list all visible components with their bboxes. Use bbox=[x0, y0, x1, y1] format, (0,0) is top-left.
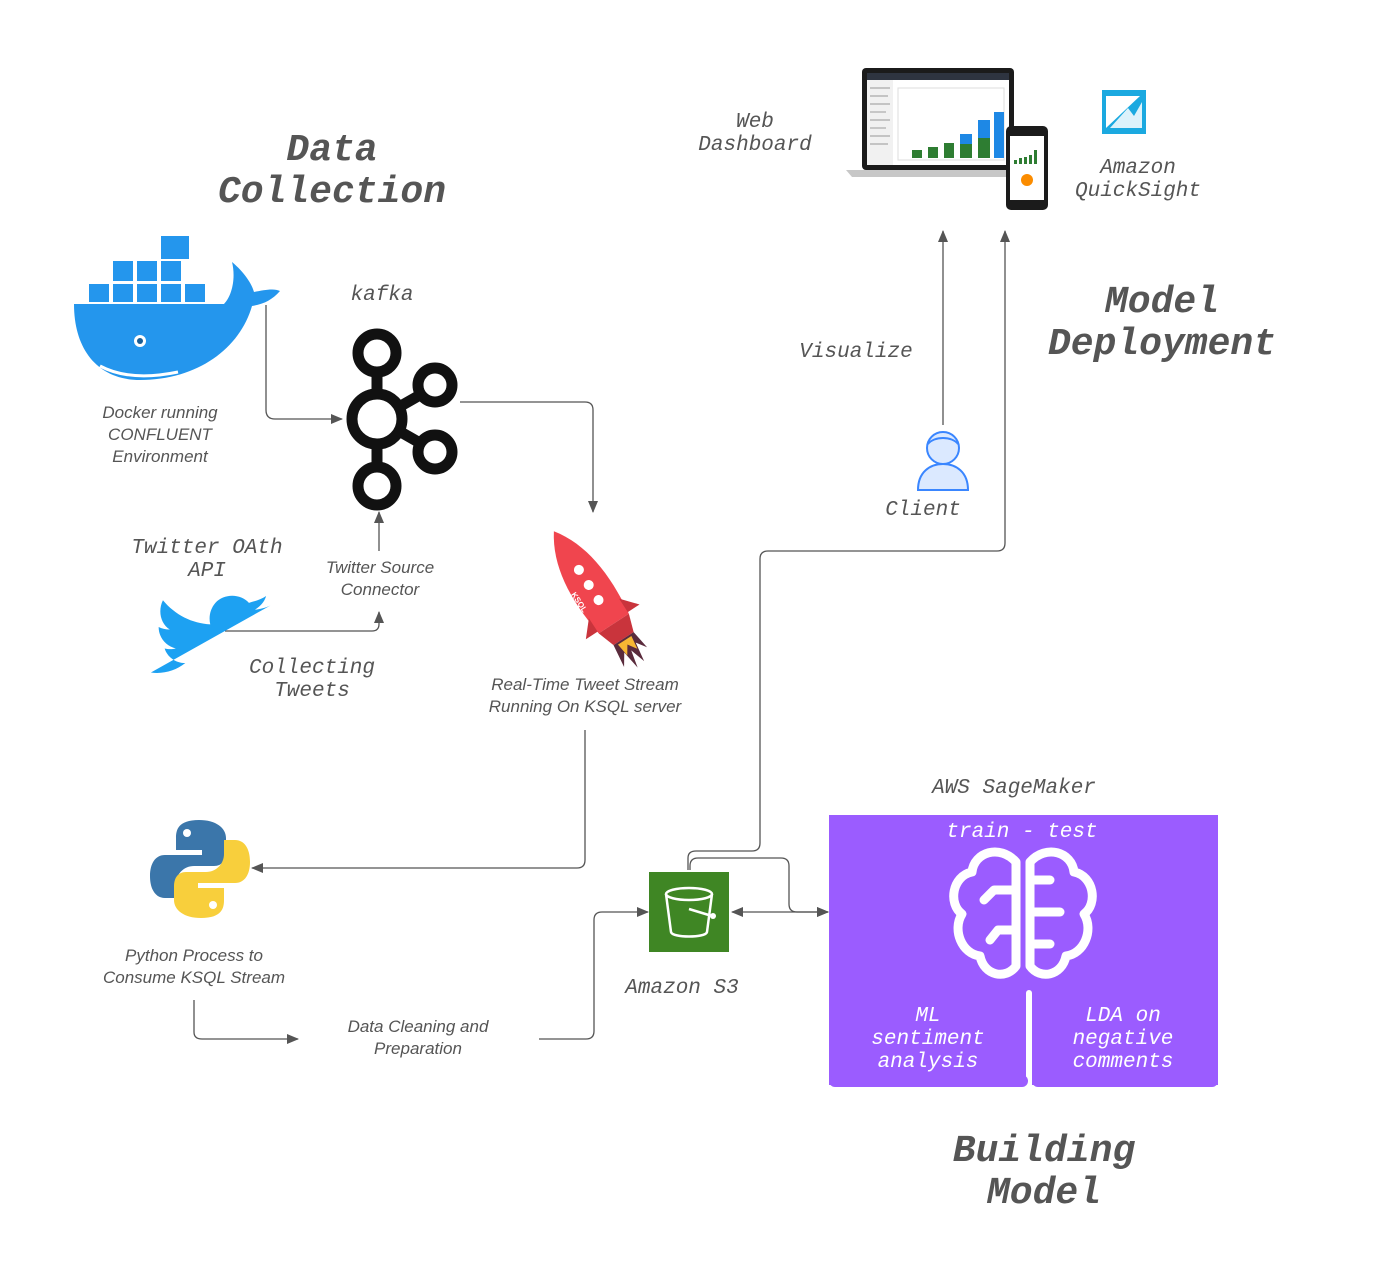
ksql-label: Real-Time Tweet Stream Running On KSQL s… bbox=[488, 675, 682, 717]
edge-ksql-to-python bbox=[251, 730, 586, 873]
edge-s3-to-sagemaker-top bbox=[689, 857, 829, 917]
edge-twitter-to-connector bbox=[225, 611, 384, 632]
cleaning-label: Data Cleaning and Preparation bbox=[347, 1017, 489, 1059]
twitter-api-label: Twitter OAth API bbox=[131, 537, 283, 584]
brain-icon bbox=[949, 847, 1097, 979]
dashboard-devices-icon bbox=[846, 68, 1048, 210]
visualize-label: Visualize bbox=[799, 341, 913, 364]
python-label: Python Process to Consume KSQL Stream bbox=[102, 946, 286, 988]
client-label: Client bbox=[885, 499, 961, 522]
sagemaker-panel bbox=[826, 815, 1222, 1091]
collecting-tweets-label: Collecting Tweets bbox=[248, 657, 376, 704]
kafka-icon bbox=[346, 328, 458, 511]
edge-docker-to-kafka bbox=[265, 305, 343, 424]
ml-sentiment-label: ML sentiment analysis bbox=[871, 1005, 985, 1075]
twitter-icon bbox=[150, 595, 271, 673]
edge-cleaning-to-s3 bbox=[539, 907, 649, 1040]
section-building-model: Building Model bbox=[952, 1130, 1136, 1215]
s3-bucket-icon bbox=[649, 872, 729, 952]
client-user-icon bbox=[916, 431, 970, 491]
quicksight-label: Amazon QuickSight bbox=[1074, 157, 1202, 204]
edges bbox=[193, 230, 1010, 1044]
edge-kafka-to-ksql bbox=[460, 401, 598, 513]
docker-label: Docker running CONFLUENT Environment bbox=[102, 403, 218, 467]
kafka-label: kafka bbox=[350, 284, 414, 307]
web-dashboard-label: Web Dashboard bbox=[698, 111, 812, 158]
ksql-rocket-icon bbox=[553, 531, 648, 668]
s3-label: Amazon S3 bbox=[625, 977, 739, 1000]
sagemaker-label: AWS SageMaker bbox=[932, 777, 1096, 800]
section-model-deployment: Model Deployment bbox=[1047, 281, 1277, 366]
docker-icon bbox=[74, 234, 280, 380]
edge-python-to-cleaning bbox=[193, 1000, 299, 1044]
edge-s3-to-dashboard bbox=[687, 230, 1010, 870]
twitter-connector-label: Twitter Source Connector bbox=[325, 558, 435, 600]
section-data-collection: Data Collection bbox=[217, 129, 447, 214]
quicksight-icon bbox=[1102, 90, 1146, 134]
train-test-label: train - test bbox=[946, 821, 1098, 844]
lda-label: LDA on negative comments bbox=[1072, 1005, 1174, 1075]
python-icon bbox=[150, 820, 250, 918]
